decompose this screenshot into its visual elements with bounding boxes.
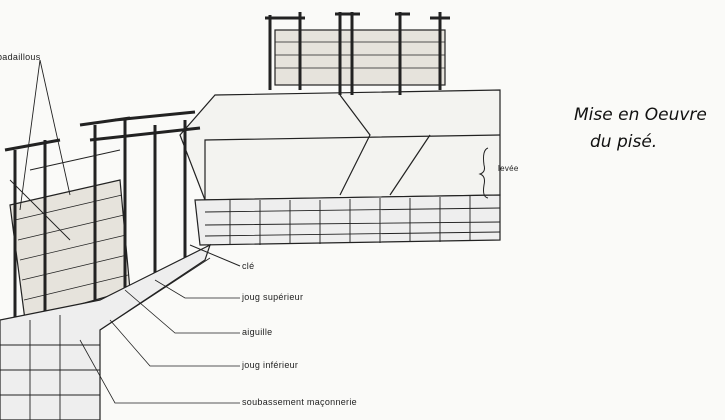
label-aiguille: aiguille bbox=[242, 327, 273, 337]
label-cle: clé bbox=[242, 261, 255, 271]
label-soubassement: soubassement maçonnerie bbox=[242, 397, 357, 407]
label-joug-superieur: joug supérieur bbox=[242, 292, 304, 302]
title-line-2: du pisé. bbox=[590, 132, 658, 152]
label-joug-inferieur: joug inférieur bbox=[242, 360, 299, 370]
label-badaillous: badaillous bbox=[0, 52, 41, 62]
stone-foundation bbox=[0, 243, 212, 420]
label-levee: levée bbox=[498, 164, 519, 173]
levee-brace bbox=[478, 147, 489, 199]
upper-formwork bbox=[274, 29, 446, 86]
wall-stone-base bbox=[194, 194, 501, 246]
title-line-1: Mise en Oeuvre bbox=[574, 105, 707, 125]
wall-upper-levee bbox=[179, 89, 501, 201]
